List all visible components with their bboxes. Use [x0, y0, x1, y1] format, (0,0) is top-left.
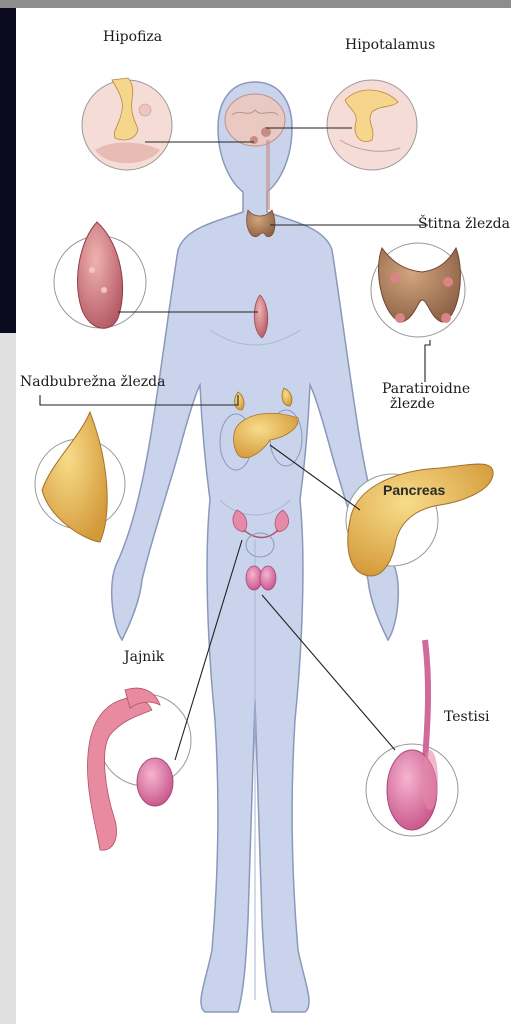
thymus-large-icon — [78, 222, 123, 328]
label-paratiroidne: Paratiroidne — [382, 382, 470, 397]
label-pancreas: Pancreas — [383, 482, 445, 498]
label-paratiroidne-2: žlezde — [390, 397, 435, 412]
ovary-icon — [137, 758, 173, 806]
label-stitna-zlezda: Štitna žlezda — [418, 217, 510, 232]
label-hipofiza: Hipofiza — [103, 30, 162, 45]
label-testisi: Testisi — [444, 710, 490, 725]
label-hipotalamus: Hipotalamus — [345, 38, 435, 53]
label-jajnik: Jajnik — [124, 650, 164, 665]
testis-small-right — [260, 566, 276, 590]
adrenal-large-icon — [42, 412, 107, 542]
label-nadbubrezna-zlezda: Nadbubrežna žlezda — [20, 375, 166, 390]
